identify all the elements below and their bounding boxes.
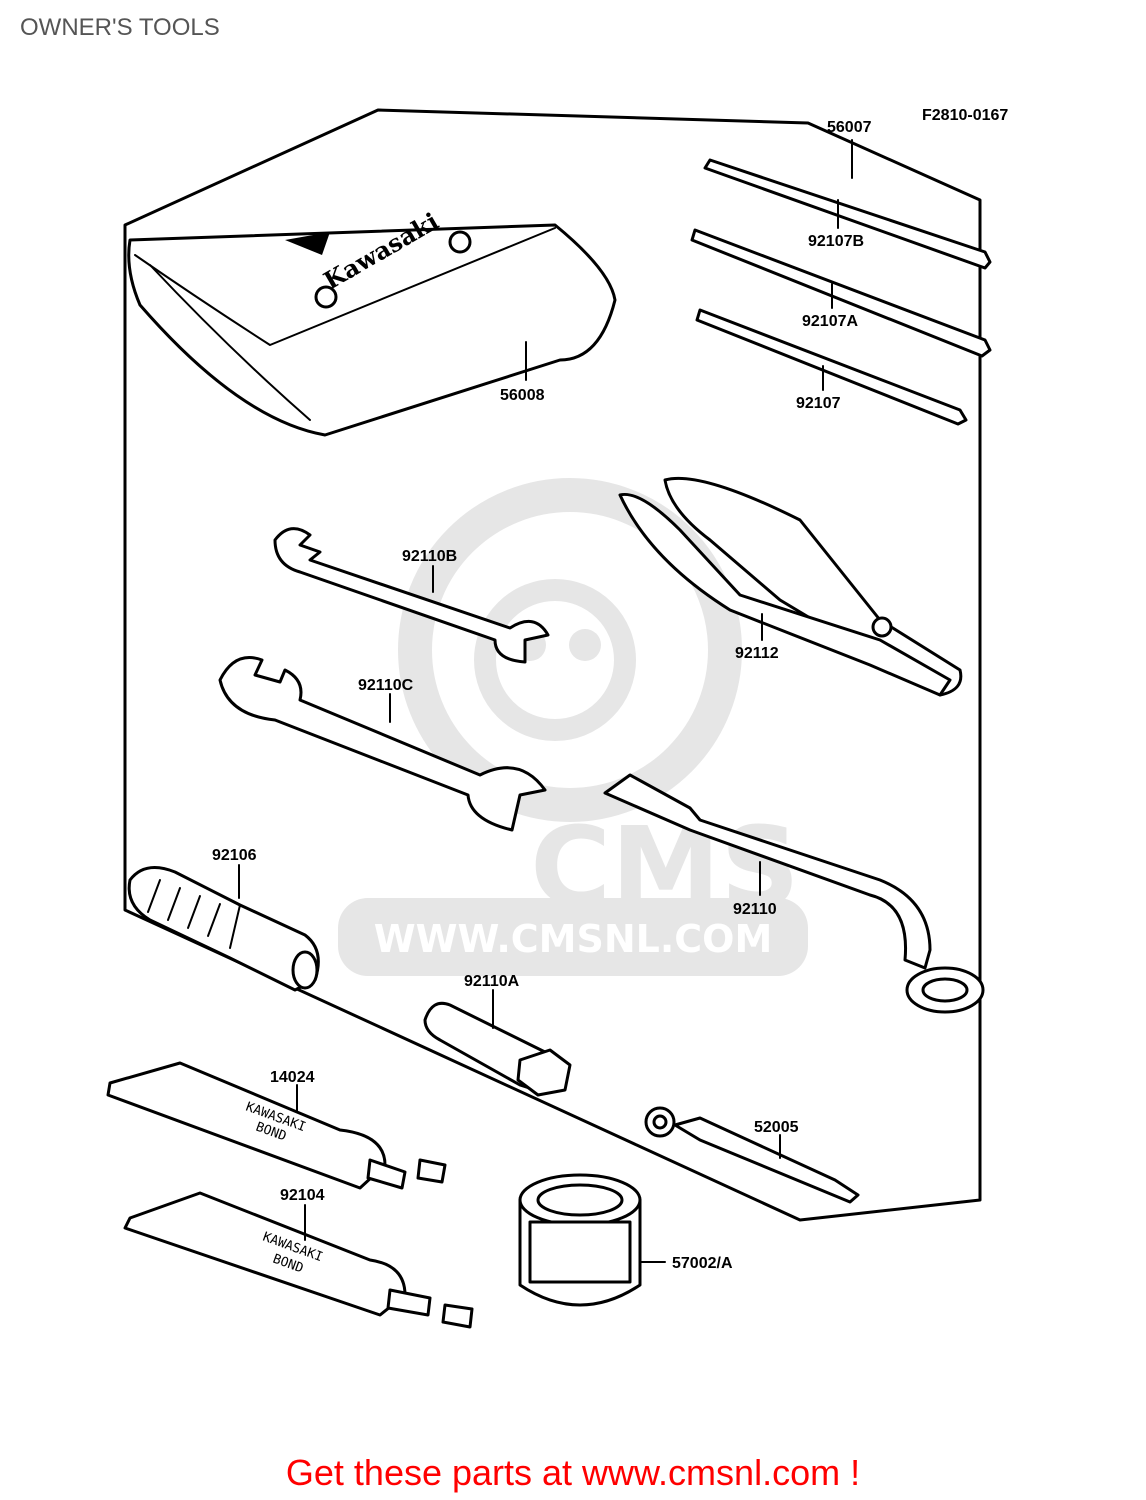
- watermark-url-banner: [338, 898, 808, 976]
- kit-frame: [123, 108, 982, 1222]
- label-92110C: 92110C: [358, 677, 414, 694]
- figure-code: F2810-0167: [922, 107, 1008, 124]
- pliers-92112: [618, 476, 963, 697]
- label-92106: 92106: [212, 847, 257, 864]
- label-92107: 92107: [796, 395, 841, 412]
- label-92107A: 92107A: [802, 313, 858, 330]
- label-92110A: 92110A: [464, 973, 520, 990]
- page-title: OWNER'S TOOLS: [20, 14, 220, 41]
- kawasaki-logo-icon: [285, 232, 330, 255]
- watermark-url: WWW.CMSNL.COM: [374, 917, 773, 961]
- promo-link[interactable]: Get these parts at www.cmsnl.com !: [285, 1452, 861, 1493]
- watermark-mascot-icon: [398, 478, 742, 822]
- wrench-92110B: [273, 527, 550, 664]
- screwdriver-shaft-92107A: [690, 228, 992, 358]
- wrench-92110C: [218, 656, 547, 832]
- label-52005: 52005: [754, 1119, 799, 1136]
- screwdriver-handle-92106: [127, 866, 320, 992]
- screwdriver-shaft-92107: [695, 308, 968, 426]
- label-92112: 92112: [735, 645, 779, 662]
- tool-52005: [644, 1106, 860, 1204]
- screwdriver-shaft-56007: [703, 158, 992, 270]
- plug-wrench-92110A: [423, 1001, 572, 1097]
- grease-can-57002A: [518, 1173, 642, 1307]
- label-57002A: 57002/A: [672, 1255, 733, 1272]
- label-56007: 56007: [827, 119, 872, 136]
- label-92110B: 92110B: [402, 548, 457, 565]
- label-92110: 92110: [733, 901, 777, 918]
- label-56008: 56008: [500, 387, 545, 404]
- label-14024: 14024: [270, 1069, 315, 1086]
- watermark: CMS WWW.CMSNL.COM: [338, 478, 808, 976]
- bond-tube-92104: KAWASAKI BOND: [123, 1191, 474, 1329]
- box-wrench-92110: [603, 773, 985, 1014]
- label-92104: 92104: [280, 1187, 325, 1204]
- label-92107B: 92107B: [808, 233, 864, 250]
- bond-tube-14024: KAWASAKI BOND: [106, 1061, 447, 1190]
